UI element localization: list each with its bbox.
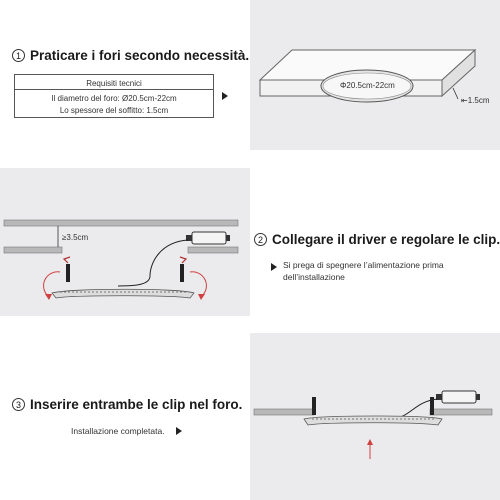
spec-divider — [15, 89, 213, 90]
ceiling-slab-drawing — [258, 48, 477, 103]
step2-title-text: Collegare il driver e regolare le clip. — [272, 232, 500, 247]
step1-title: 1 Praticare i fori secondo necessità. — [12, 48, 249, 63]
spec-thickness: Lo spessore del soffitto: 1.5cm — [59, 106, 169, 115]
step3-title: 3 Inserire entrambe le clip nel foro. — [12, 397, 242, 412]
spec-heading: Requisiti tecnici — [86, 79, 142, 88]
step2-number: 2 — [254, 233, 267, 246]
step2-note-line1: Si prega di spegnere l’alimentazione pri… — [283, 260, 444, 270]
step3-title-text: Inserire entrambe le clip nel foro. — [30, 397, 243, 412]
thickness-label-text: 1.5cm — [467, 96, 490, 105]
step3-arrow-icon — [176, 427, 182, 435]
step3-number: 3 — [12, 398, 25, 411]
min-gap-label: ≥3.5cm — [62, 233, 89, 242]
step3-note: Installazione completata. — [71, 426, 165, 436]
step2-arrow-icon — [271, 263, 277, 271]
step2-note: Si prega di spegnere l’alimentazione pri… — [283, 259, 444, 283]
spec-box: Requisiti tecnici Il diametro del foro: … — [14, 74, 214, 118]
step2-title: 2 Collegare il driver e regolare le clip… — [254, 232, 500, 247]
hole-diameter-label: Φ20.5cm-22cm — [340, 81, 395, 90]
step1-arrow-icon — [222, 92, 228, 100]
spec-diameter: Il diametro del foro: Ø20.5cm-22cm — [51, 94, 177, 103]
thickness-label: ⇤1.5cm — [461, 96, 490, 105]
step1-number: 1 — [12, 49, 25, 62]
step2-note-line2: dell’installazione — [283, 272, 345, 282]
installed-lamp-drawing — [253, 390, 493, 459]
step1-title-text: Praticare i fori secondo necessità. — [30, 48, 250, 63]
driver-connection-drawing — [3, 219, 239, 300]
